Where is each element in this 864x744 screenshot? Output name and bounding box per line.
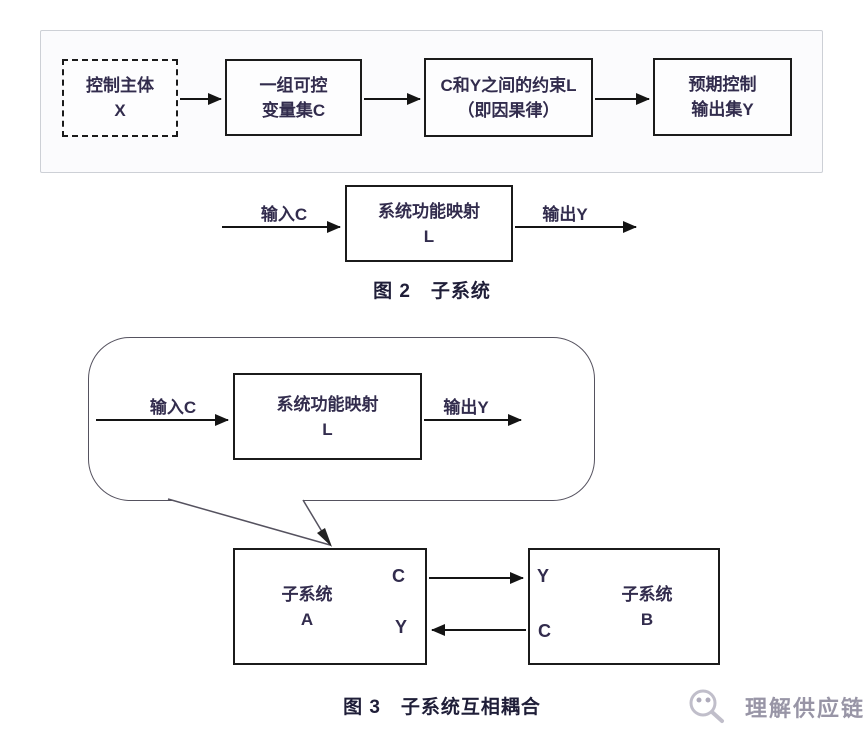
box-text: 系统功能映射: [378, 201, 480, 221]
bubble-input-label: 输入C: [149, 398, 197, 417]
box-text: 控制主体: [86, 76, 154, 95]
box-text: L: [423, 226, 435, 246]
box-text: 预期控制: [688, 75, 757, 94]
port-a-out-c: C: [392, 566, 405, 586]
box-text: 子系统: [281, 584, 333, 604]
speech-bubble-tail: [167, 498, 332, 547]
figure3-subsystem-b-box: 子系统 B: [528, 548, 720, 665]
box-text: X: [114, 101, 126, 120]
figure1-box-control-subject: 控制主体 X: [62, 59, 178, 137]
figure2-caption: 图 2 子系统: [373, 281, 491, 302]
box-text: L: [322, 419, 333, 439]
box-text: （即因果律）: [457, 100, 560, 120]
box-text: 系统功能映射: [276, 394, 379, 414]
box-text: A: [300, 609, 314, 629]
port-b-out-c: C: [538, 621, 551, 641]
figure3-subsystem-a-box: 子系统 A: [233, 548, 427, 665]
bubble-mapping-box: 系统功能映射 L: [233, 373, 422, 460]
bubble-output-label: 输出Y: [443, 398, 489, 417]
figure3-caption: 图 3 子系统互相耦合: [343, 697, 541, 718]
box-text: 子系统: [621, 584, 673, 604]
figure1-box-expected-output: 预期控制 输出集Y: [653, 58, 792, 136]
figure2-input-label: 输入C: [260, 205, 308, 224]
port-b-in-y: Y: [537, 566, 550, 586]
box-text: C和Y之间的约束L: [440, 75, 577, 95]
box-text: 一组可控: [259, 75, 328, 95]
magnifier-icon: [689, 689, 724, 723]
figure2-output-label: 输出Y: [542, 205, 588, 224]
figure1-box-constraint: C和Y之间的约束L （即因果律）: [424, 58, 593, 137]
box-text: B: [640, 609, 654, 629]
box-text: 变量集C: [261, 100, 326, 120]
figure1-box-controllable-variables: 一组可控 变量集C: [225, 59, 362, 136]
figure2-mapping-box: 系统功能映射 L: [345, 185, 513, 262]
box-text: 输出集Y: [691, 100, 754, 119]
port-a-in-y: Y: [395, 617, 408, 637]
watermark: 理解供应链: [683, 680, 863, 736]
speech-bubble-tail-tip: [317, 528, 332, 547]
watermark-text: 理解供应链: [745, 696, 864, 721]
